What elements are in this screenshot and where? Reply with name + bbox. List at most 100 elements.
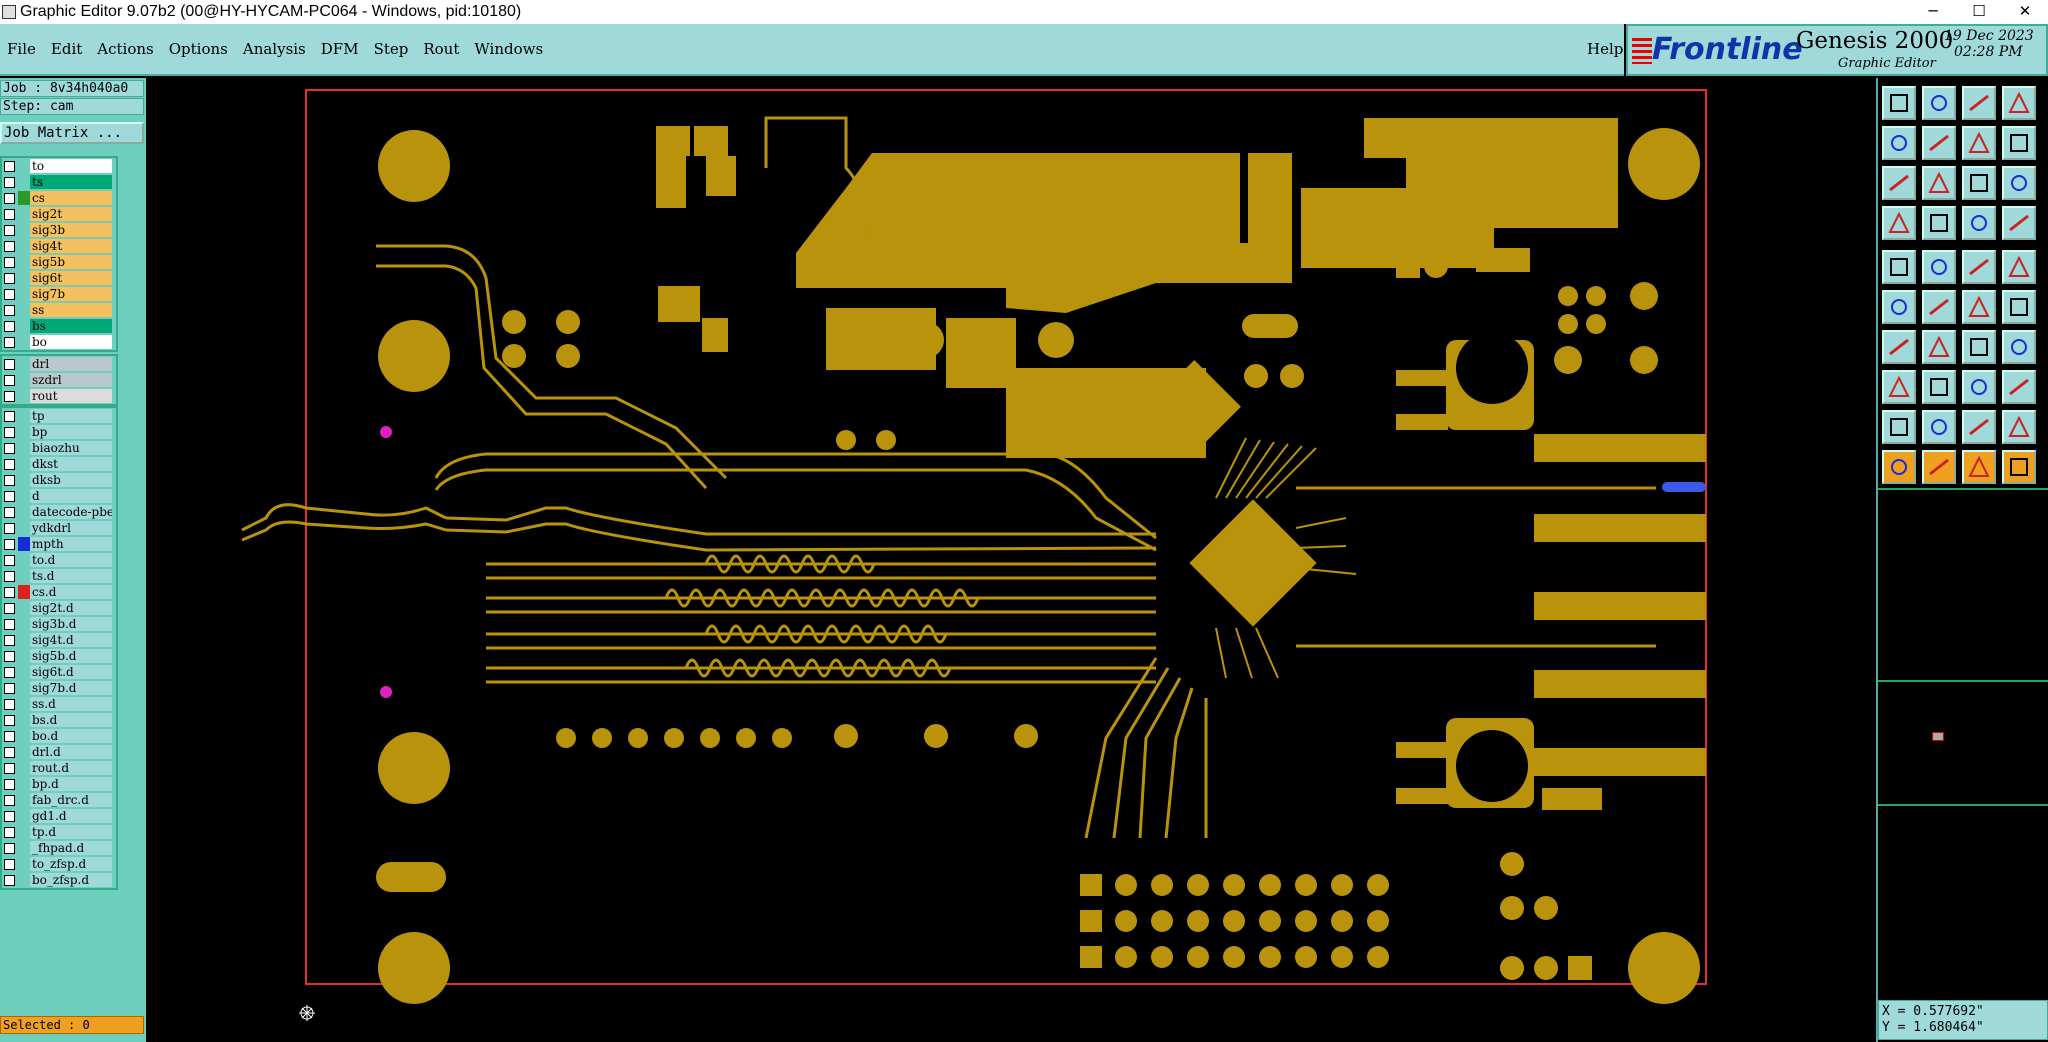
layer-display-mark[interactable] [18,505,30,519]
layer-display-mark[interactable] [18,793,30,807]
layer-checkbox[interactable] [4,858,15,870]
layer-checkbox[interactable] [4,570,15,582]
layer-row[interactable]: sig6t.d [2,664,116,680]
layer-name[interactable]: dksb [30,473,112,487]
layer-row[interactable]: bo.d [2,728,116,744]
overview-marker[interactable] [1932,732,1944,741]
chip-tool-button[interactable] [2002,250,2036,284]
layer-checkbox[interactable] [4,682,15,694]
layer-checkbox[interactable] [4,458,15,470]
layer-display-mark[interactable] [18,159,30,173]
step-tool-button[interactable] [2002,450,2036,484]
snake-tool-button[interactable] [2002,126,2036,160]
cross-tool-button[interactable] [1922,290,1956,324]
split-tool-button[interactable] [1962,370,1996,404]
export-tool-button[interactable] [1922,126,1956,160]
menu-dfm[interactable]: DFM [320,40,359,58]
select-tool-button[interactable] [1922,450,1956,484]
layer-display-mark[interactable] [18,223,30,237]
layer-checkbox[interactable] [4,842,15,854]
layer-row[interactable]: gd1.d [2,808,116,824]
layer-name[interactable]: dkst [30,457,112,471]
copy-tool-button[interactable] [1962,126,1996,160]
layer-row[interactable]: cs.d [2,584,116,600]
maximize-button[interactable]: ☐ [1972,2,1986,20]
layer-name[interactable]: biaozhu [30,441,112,455]
layer-display-mark[interactable] [18,457,30,471]
dash-tool-button[interactable] [1922,370,1956,404]
layer-row[interactable]: sig4t [2,238,116,254]
zoom-tool-button[interactable] [1922,166,1956,200]
layer-display-mark[interactable] [18,697,30,711]
layer-name[interactable]: sig7b [30,287,112,301]
layer-name[interactable]: sig3b.d [30,617,112,631]
layer-name[interactable]: sig4t [30,239,112,253]
zoom-fit-tool-button[interactable] [1882,166,1916,200]
layer-name[interactable]: ts [30,175,112,189]
layer-row[interactable]: drl.d [2,744,116,760]
layer-display-mark[interactable] [18,255,30,269]
layer-row[interactable]: tp.d [2,824,116,840]
layer-row[interactable]: fab_drc.d [2,792,116,808]
layer-display-mark[interactable] [18,303,30,317]
layer-row[interactable]: to_zfsp.d [2,856,116,872]
layer-name[interactable]: mpth [30,537,112,551]
layer-checkbox[interactable] [4,826,15,838]
layer-name[interactable]: tp.d [30,825,112,839]
layer-display-mark[interactable] [18,521,30,535]
select-b-tool-button[interactable] [1962,450,1996,484]
layer-name[interactable]: bo [30,335,112,349]
add-arc-tool-button[interactable] [2002,290,2036,324]
import-tool-button[interactable] [1882,126,1916,160]
layer-display-mark[interactable] [18,665,30,679]
layer-name[interactable]: sig5b.d [30,649,112,663]
layer-row[interactable]: bp [2,424,116,440]
layer-checkbox[interactable] [4,192,15,204]
layer-name[interactable]: sig4t.d [30,633,112,647]
layer-display-mark[interactable] [18,409,30,423]
layer-checkbox[interactable] [4,490,15,502]
layer-name[interactable]: ss.d [30,697,112,711]
layer-row[interactable]: bo_zfsp.d [2,872,116,888]
layer-row[interactable]: bo [2,334,116,350]
tent-b-tool-button[interactable] [2002,410,2036,444]
open-tool-button[interactable] [1882,86,1916,120]
layer-display-mark[interactable] [18,537,30,551]
layer-name[interactable]: to_zfsp.d [30,857,112,871]
layer-checkbox[interactable] [4,304,15,316]
layer-checkbox[interactable] [4,256,15,268]
layer-name[interactable]: cs [30,191,112,205]
layer-checkbox[interactable] [4,666,15,678]
layer-checkbox[interactable] [4,442,15,454]
layer-row[interactable]: sig7b.d [2,680,116,696]
layer-row[interactable]: datecode-pbe [2,504,116,520]
layer-display-mark[interactable] [18,649,30,663]
layer-display-mark[interactable] [18,473,30,487]
menu-actions[interactable]: Actions [97,40,154,58]
layer-row[interactable]: sig6t [2,270,116,286]
layer-row[interactable]: dksb [2,472,116,488]
layer-name[interactable]: cs.d [30,585,112,599]
layer-checkbox[interactable] [4,374,15,386]
layer-checkbox[interactable] [4,208,15,220]
layer-display-mark[interactable] [18,585,30,599]
layer-name[interactable]: tp [30,409,112,423]
move-tool-button[interactable] [1882,370,1916,404]
layers-b-tool-button[interactable] [2002,206,2036,240]
layer-checkbox[interactable] [4,410,15,422]
pad-tool-button[interactable] [1882,250,1916,284]
layer-checkbox[interactable] [4,358,15,370]
layer-name[interactable]: drl.d [30,745,112,759]
layer-name[interactable]: sig2t [30,207,112,221]
layer-checkbox[interactable] [4,730,15,742]
layer-row[interactable]: to [2,158,116,174]
layer-display-mark[interactable] [18,287,30,301]
layer-checkbox[interactable] [4,714,15,726]
layer-row[interactable]: bp.d [2,776,116,792]
layer-checkbox[interactable] [4,522,15,534]
layers-a-tool-button[interactable] [1962,206,1996,240]
slash-tool-button[interactable] [1922,330,1956,364]
layer-display-mark[interactable] [18,633,30,647]
layer-row[interactable]: sig2t [2,206,116,222]
layer-checkbox[interactable] [4,160,15,172]
